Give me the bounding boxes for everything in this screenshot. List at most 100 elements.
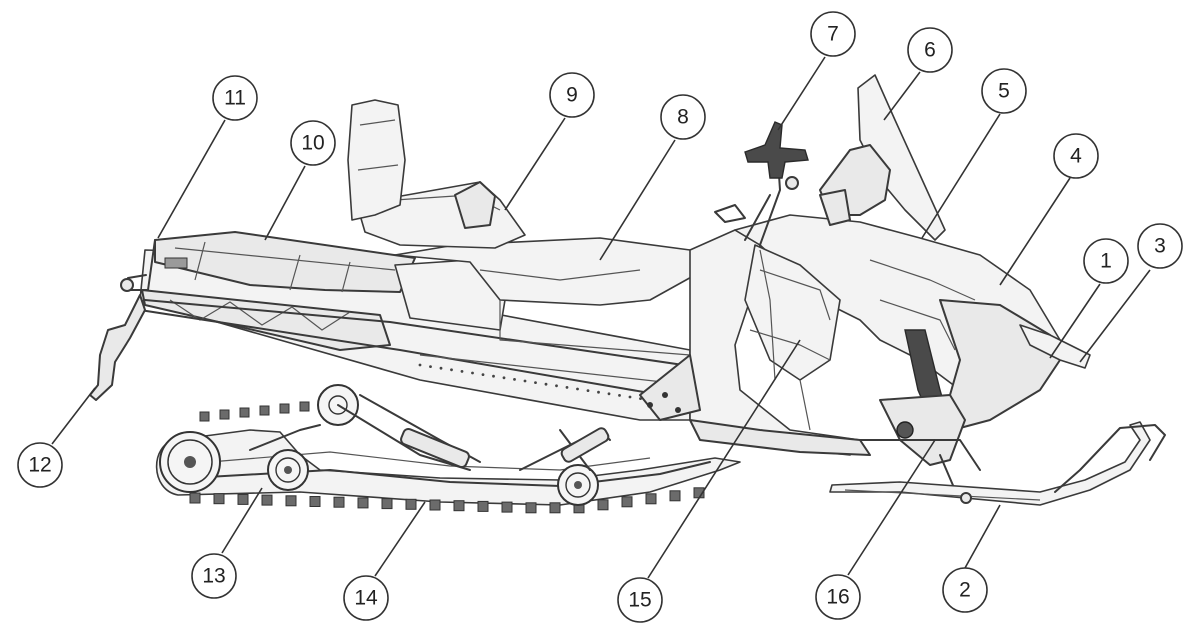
ski-loop [1054, 424, 1166, 493]
track-lug [549, 502, 561, 514]
callout-16: 16 [815, 439, 936, 620]
backrest [347, 99, 406, 221]
leader-line-2 [964, 504, 1001, 569]
callout-2: 2 [942, 504, 1001, 613]
callout-label-16: 16 [826, 586, 849, 609]
side-vent-panel [744, 244, 841, 381]
running-board [144, 299, 691, 367]
leader-line-5 [921, 113, 1001, 239]
track-lug [237, 493, 249, 505]
track-lug [219, 409, 230, 420]
track-lug [259, 405, 270, 416]
rivet [597, 390, 600, 394]
track-lug [621, 496, 633, 508]
callout-label-2: 2 [959, 579, 971, 602]
callout-label-10: 10 [301, 132, 324, 155]
rivet [429, 365, 432, 368]
rivet [450, 368, 453, 372]
callout-7: 7 [777, 11, 856, 131]
callout-label-15: 15 [628, 589, 651, 612]
snow-flap [89, 294, 146, 401]
gauge-pod [819, 189, 851, 226]
track-lug [501, 501, 513, 513]
tunnel-chassis [139, 249, 691, 421]
track-lug [189, 492, 201, 504]
track-lug [477, 500, 489, 512]
callout-3: 3 [1079, 223, 1183, 363]
callout-label-12: 12 [28, 454, 51, 477]
track-lug [381, 498, 393, 510]
track-lug [357, 497, 369, 509]
rivet [418, 363, 422, 367]
front-body [639, 214, 1061, 456]
leader-line-1 [1049, 283, 1101, 359]
leader-line-14 [374, 501, 426, 577]
front-shock [560, 427, 610, 463]
callout-label-13: 13 [202, 565, 225, 588]
leader-line-13 [221, 487, 263, 554]
rear-shock [400, 427, 470, 469]
callout-label-5: 5 [998, 80, 1010, 103]
rivet [565, 386, 569, 389]
seat-assembly [347, 99, 696, 356]
track-lugs [189, 399, 705, 514]
rivet [618, 394, 621, 397]
callout-10: 10 [264, 120, 336, 241]
leader-line-16 [847, 439, 936, 576]
callout-label-11: 11 [224, 87, 246, 110]
front-bumper [1019, 324, 1091, 369]
callout-label-14: 14 [354, 587, 378, 610]
track-lug [453, 500, 465, 512]
rivet [576, 387, 579, 391]
rear-idler-wheel [159, 431, 221, 493]
a-arm [859, 439, 981, 471]
leader-line-9 [504, 117, 566, 211]
track-lug [405, 498, 417, 510]
callout-9: 9 [504, 72, 595, 211]
callout-6: 6 [883, 27, 953, 121]
rivet [481, 373, 485, 376]
leader-line-11 [157, 119, 226, 239]
callouts: 1 2 3 4 5 6 7 [17, 11, 1183, 623]
callout-13: 13 [191, 487, 263, 599]
track-lug [279, 403, 290, 414]
windshield [819, 74, 946, 241]
idler-wheel-mid [267, 449, 309, 491]
rivet [439, 366, 443, 370]
track-lug [285, 495, 297, 507]
rivet [523, 379, 527, 383]
callout-label-1: 1 [1100, 250, 1112, 273]
callout-11: 11 [157, 75, 258, 239]
leader-line-6 [883, 71, 921, 121]
rear-rack [89, 231, 416, 401]
leader-line-8 [599, 139, 676, 261]
rivet [555, 384, 558, 388]
track-lug [597, 499, 609, 511]
track-lug [261, 494, 273, 506]
steering [714, 121, 809, 246]
track-lug [645, 493, 657, 505]
seat [394, 237, 696, 306]
callout-label-8: 8 [677, 106, 689, 129]
spindle [879, 394, 966, 466]
callout-15: 15 [617, 339, 801, 623]
callout-1: 1 [1049, 238, 1129, 359]
frame-truss [639, 354, 701, 421]
passenger-seat-side [454, 181, 496, 229]
leader-line-10 [264, 165, 306, 241]
leader-line-4 [999, 177, 1071, 286]
leader-line-7 [777, 56, 826, 131]
track-lug [299, 401, 310, 412]
callout-14: 14 [343, 501, 426, 621]
rivet [471, 371, 474, 375]
rivet [534, 381, 537, 384]
rivet [544, 382, 548, 386]
rivet [628, 395, 632, 399]
track-lug [525, 502, 537, 514]
rivet [513, 378, 516, 381]
callout-8: 8 [599, 94, 706, 261]
callout-label-7: 7 [827, 23, 839, 46]
rivet [586, 389, 590, 392]
callout-label-9: 9 [566, 84, 578, 107]
